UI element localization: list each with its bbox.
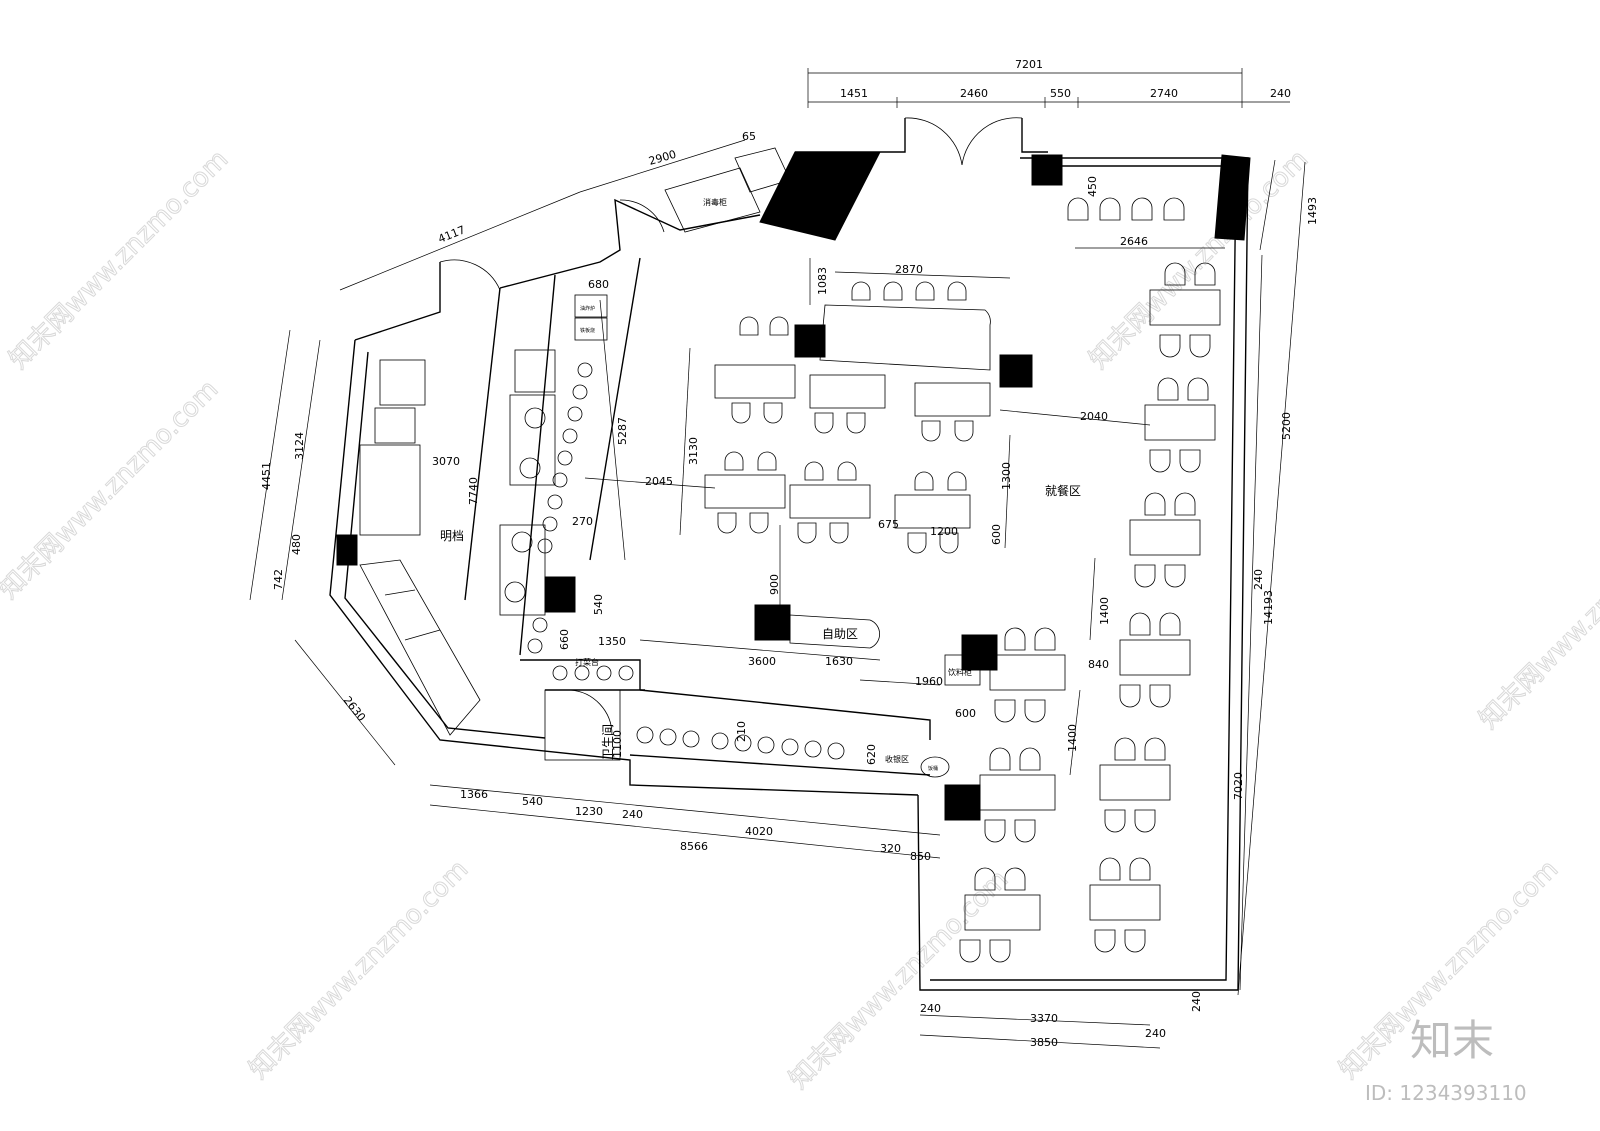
dim-240: 240 xyxy=(622,808,643,821)
dim-3850: 3850 xyxy=(1030,1036,1058,1049)
dim-1493: 1493 xyxy=(1306,197,1319,225)
dim-240: 240 xyxy=(1190,991,1203,1012)
watermark-id: ID: 1234393110 xyxy=(1365,1081,1527,1105)
dim-2900: 2900 xyxy=(647,148,677,168)
dimension-lines xyxy=(249,68,1306,1049)
fryer-label: 油炸炉 xyxy=(580,305,595,312)
drinks-cabinet xyxy=(944,654,981,686)
dim-1230: 1230 xyxy=(575,805,603,818)
watermark-text: 知末网www.znzmo.com xyxy=(4,144,235,375)
dim-840: 840 xyxy=(1088,658,1109,671)
dim-4117: 4117 xyxy=(436,223,467,246)
dim-4451: 4451 xyxy=(260,462,273,490)
dim-4020: 4020 xyxy=(745,825,773,838)
packing-table-label: 打菜台 xyxy=(575,657,599,667)
watermark-logo: 知末 xyxy=(1410,1016,1494,1065)
dim-5200: 5200 xyxy=(1280,412,1293,440)
dim-540: 540 xyxy=(522,795,543,808)
griddle-label: 铁板烧 xyxy=(580,327,595,334)
dim-210: 210 xyxy=(735,721,748,742)
dim-1200: 1200 xyxy=(930,525,958,538)
dim-2045: 2045 xyxy=(645,475,673,488)
dim-675: 675 xyxy=(878,518,899,531)
dim-620: 620 xyxy=(865,744,878,765)
watermark-layer: 知末网www.znzmo.com 知末网www.znzmo.com 知末网www… xyxy=(0,144,1600,1096)
bright-stall-label: 明档 xyxy=(440,529,464,543)
dim-1400: 1400 xyxy=(1066,724,1079,752)
dim-680: 680 xyxy=(588,278,609,291)
dim-450: 450 xyxy=(1086,176,1099,197)
dimension-labels: 7201 1451 2460 550 2740 240 65 2900 4117… xyxy=(260,58,1319,1049)
dim-1366: 1366 xyxy=(460,788,488,801)
restroom-label: 卫生间 xyxy=(601,724,615,760)
dim-2740: 2740 xyxy=(1150,87,1178,100)
dim-1100: 1100 xyxy=(611,730,624,758)
dim-600: 600 xyxy=(990,524,1003,545)
dim-240: 240 xyxy=(920,1002,941,1015)
dim-320: 320 xyxy=(880,842,901,855)
watermark-text: 知末网www.znzmo.com xyxy=(244,854,475,1085)
dim-14193: 14193 xyxy=(1262,590,1275,625)
watermark-text: 知末网www.znzmo.com xyxy=(1084,144,1315,375)
dim-1083: 1083 xyxy=(816,267,829,295)
dim-1350: 1350 xyxy=(598,635,626,648)
dim-3070: 3070 xyxy=(432,455,460,468)
dim-742: 742 xyxy=(272,569,285,590)
watermark-text: 知末网www.znzmo.com xyxy=(0,374,224,605)
walls xyxy=(329,117,1249,991)
rice-bucket-label: 饭桶 xyxy=(928,765,938,772)
dim-7201: 7201 xyxy=(1015,58,1043,71)
dim-1300: 1300 xyxy=(1000,462,1013,490)
dim-600: 600 xyxy=(955,707,976,720)
dim-660: 660 xyxy=(558,629,571,650)
dim-1960: 1960 xyxy=(915,675,943,688)
dim-240: 240 xyxy=(1252,569,1265,590)
rice-bucket xyxy=(920,756,950,778)
buffet-counter xyxy=(789,614,881,649)
dim-550: 550 xyxy=(1050,87,1071,100)
dining-furniture xyxy=(704,197,1221,963)
dim-1451: 1451 xyxy=(840,87,868,100)
counter-items xyxy=(527,362,845,760)
dim-8566: 8566 xyxy=(680,840,708,853)
dim-2040: 2040 xyxy=(1080,410,1108,423)
dim-2870: 2870 xyxy=(895,263,923,276)
dim-2630: 2630 xyxy=(341,694,368,724)
dim-3370: 3370 xyxy=(1030,1012,1058,1025)
cashier-label: 收银区 xyxy=(885,754,909,764)
dim-3124: 3124 xyxy=(293,432,306,460)
drinks-cabinet-label: 饮料柜 xyxy=(948,667,972,677)
columns xyxy=(336,151,1251,821)
dining-area-label: 就餐区 xyxy=(1045,483,1081,498)
dim-7020: 7020 xyxy=(1232,772,1245,800)
kitchen-equipment xyxy=(359,147,981,778)
dim-540: 540 xyxy=(592,594,605,615)
zone-labels: 就餐区 自助区 明档 卫生间 收银区 饮料柜 打菜台 消毒柜 油炸炉 铁板烧 饭… xyxy=(440,197,1081,772)
dim-7740: 7740 xyxy=(467,477,480,505)
restroom-room xyxy=(544,689,621,761)
dim-850: 850 xyxy=(910,850,931,863)
dim-2460: 2460 xyxy=(960,87,988,100)
dim-3130: 3130 xyxy=(687,437,700,465)
dim-2646: 2646 xyxy=(1120,235,1148,248)
watermark-text: 知末网www.znzmo.com xyxy=(1474,504,1600,735)
disinfect-cabinet xyxy=(664,167,761,233)
dim-1400: 1400 xyxy=(1098,597,1111,625)
dim-900: 900 xyxy=(768,574,781,595)
dim-480: 480 xyxy=(290,534,303,555)
dim-240: 240 xyxy=(1145,1027,1166,1040)
dim-270: 270 xyxy=(572,515,593,528)
dim-3600: 3600 xyxy=(748,655,776,668)
dim-65: 65 xyxy=(742,130,756,143)
disinfect-cabinet-label: 消毒柜 xyxy=(703,197,727,207)
dim-240: 240 xyxy=(1270,87,1291,100)
dim-1630: 1630 xyxy=(825,655,853,668)
dim-5287: 5287 xyxy=(616,417,629,445)
buffet-area-label: 自助区 xyxy=(822,627,858,641)
